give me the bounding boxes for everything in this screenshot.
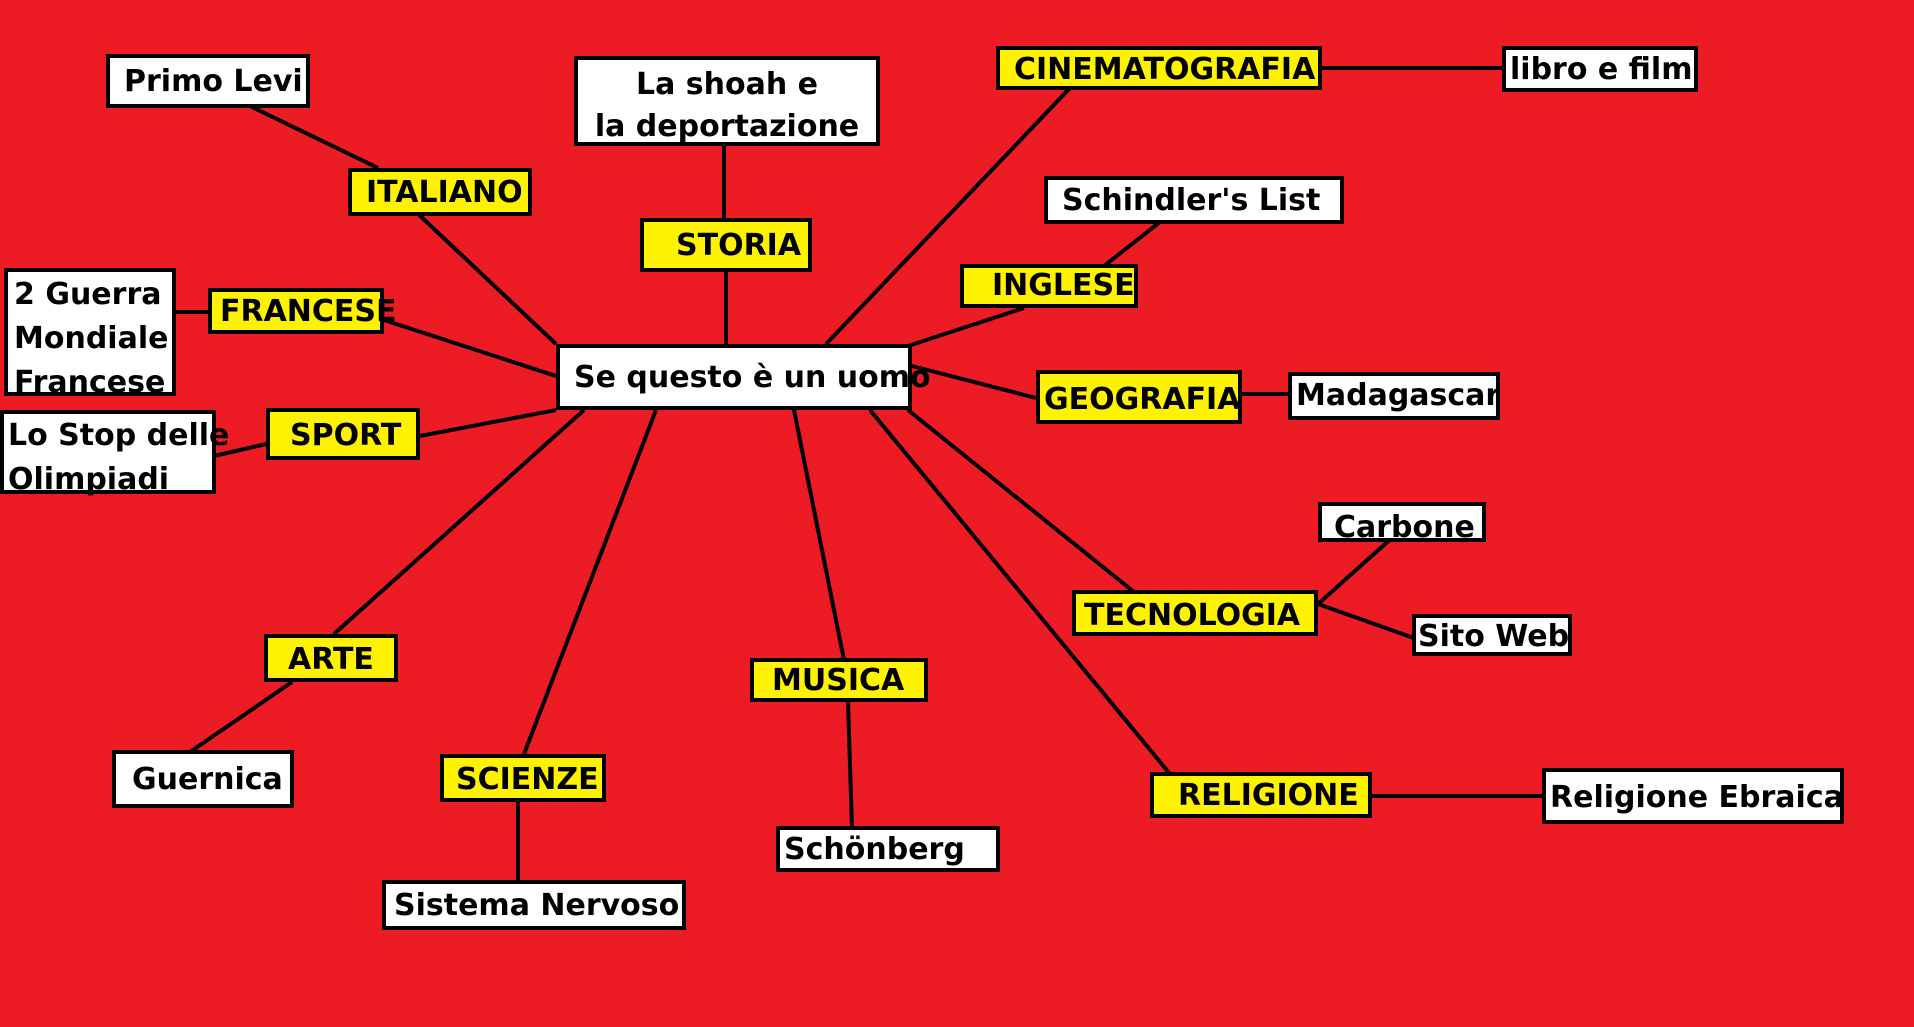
subject-italiano-label: ITALIANO bbox=[366, 175, 523, 210]
connector-center-religione bbox=[868, 408, 1172, 776]
subject-storia: STORIA bbox=[640, 218, 812, 272]
subject-cinematografia-label: CINEMATOGRAFIA bbox=[1014, 52, 1316, 87]
topic-italiano-label: Primo Levi bbox=[124, 64, 303, 99]
subject-inglese: INGLESE bbox=[960, 264, 1138, 308]
topic-cinematografia-label: libro e film bbox=[1510, 52, 1693, 87]
topic-musica-label: Schönberg bbox=[784, 832, 965, 867]
topic-sport: Lo Stop delle Olimpiadi bbox=[0, 410, 230, 497]
center-node: Se questo è un uomo bbox=[556, 344, 931, 410]
subject-religione-label: RELIGIONE bbox=[1178, 778, 1359, 813]
topic-sport-line-1: Lo Stop delle bbox=[8, 418, 230, 453]
topic-religione-label: Religione Ebraica bbox=[1550, 780, 1844, 815]
subject-musica-label: MUSICA bbox=[772, 663, 905, 698]
connector-tecnologia-topic-2 bbox=[1317, 602, 1415, 640]
connector-musica-topic bbox=[846, 701, 854, 829]
subject-storia-label: STORIA bbox=[676, 228, 802, 263]
connector-center-italiano bbox=[414, 210, 558, 346]
topic-storia-line-2: la deportazione bbox=[594, 109, 860, 144]
topic-tecnologia-2-label: Sito Web bbox=[1418, 619, 1570, 654]
subject-geografia: GEOGRAFIA bbox=[1036, 370, 1242, 424]
topic-storia: La shoah e la deportazione bbox=[574, 56, 880, 146]
topic-italiano: Primo Levi bbox=[106, 54, 310, 108]
subject-francese-label: FRANCESE bbox=[220, 294, 397, 329]
connector-inglese-topic bbox=[1102, 220, 1162, 268]
subject-cinematografia: CINEMATOGRAFIA bbox=[996, 46, 1322, 90]
connector-center-tecnologia bbox=[906, 408, 1136, 594]
subject-scienze-label: SCIENZE bbox=[456, 762, 599, 797]
topic-storia-line-1: La shoah e bbox=[635, 67, 819, 102]
subject-scienze: SCIENZE bbox=[440, 754, 606, 802]
connector-center-geografia bbox=[911, 364, 1037, 400]
topic-tecnologia-2: Sito Web bbox=[1412, 614, 1572, 656]
subject-sport-label: SPORT bbox=[290, 418, 402, 453]
topic-inglese: Schindler's List bbox=[1044, 176, 1344, 224]
connector-italiano-topic bbox=[249, 104, 379, 170]
subject-arte: ARTE bbox=[264, 634, 398, 682]
subject-italiano: ITALIANO bbox=[348, 168, 532, 216]
connector-tecnologia-topic-1 bbox=[1316, 534, 1396, 606]
topic-inglese-label: Schindler's List bbox=[1062, 183, 1321, 218]
subject-francese: FRANCESE bbox=[208, 288, 397, 334]
topic-francese-line-3: Francese bbox=[14, 365, 166, 400]
topic-scienze: Sistema Nervoso bbox=[382, 880, 686, 930]
subject-tecnologia: TECNOLOGIA bbox=[1072, 590, 1318, 636]
topic-cinematografia: libro e film bbox=[1502, 46, 1698, 92]
connector-center-francese bbox=[383, 318, 557, 378]
subject-sport: SPORT bbox=[266, 408, 420, 460]
connector-arte-topic bbox=[188, 680, 294, 754]
subject-geografia-label: GEOGRAFIA bbox=[1044, 382, 1241, 417]
topic-geografia-label: Madagascar bbox=[1296, 378, 1501, 413]
topic-arte-label: Guernica bbox=[132, 762, 283, 797]
center-node-label: Se questo è un uomo bbox=[574, 360, 931, 395]
connector-center-arte bbox=[332, 408, 586, 636]
topic-francese: 2 Guerra Mondiale Francese bbox=[4, 268, 176, 400]
connector-center-scienze bbox=[522, 409, 658, 755]
connector-center-sport bbox=[419, 408, 557, 438]
connector-center-cinematografia bbox=[824, 86, 1072, 346]
subject-arte-label: ARTE bbox=[288, 642, 374, 677]
topic-musica: Schönberg bbox=[776, 826, 1000, 872]
subject-religione: RELIGIONE bbox=[1150, 772, 1372, 818]
topic-scienze-label: Sistema Nervoso bbox=[394, 888, 680, 923]
subject-inglese-label: INGLESE bbox=[992, 268, 1135, 303]
topic-geografia: Madagascar bbox=[1288, 372, 1500, 420]
topic-sport-line-2: Olimpiadi bbox=[8, 462, 170, 497]
connector-center-musica bbox=[792, 409, 846, 661]
topic-religione: Religione Ebraica bbox=[1542, 768, 1844, 824]
topic-arte: Guernica bbox=[112, 750, 294, 808]
topic-francese-line-1: 2 Guerra bbox=[14, 277, 162, 312]
subject-tecnologia-label: TECNOLOGIA bbox=[1084, 598, 1301, 633]
topic-francese-line-2: Mondiale bbox=[14, 321, 169, 356]
topic-tecnologia-1-label: Carbone bbox=[1334, 510, 1475, 545]
subject-musica: MUSICA bbox=[750, 658, 928, 702]
connector-sport-topic bbox=[213, 442, 267, 458]
topic-tecnologia-1: Carbone bbox=[1318, 502, 1486, 545]
connector-center-inglese bbox=[907, 306, 1025, 348]
